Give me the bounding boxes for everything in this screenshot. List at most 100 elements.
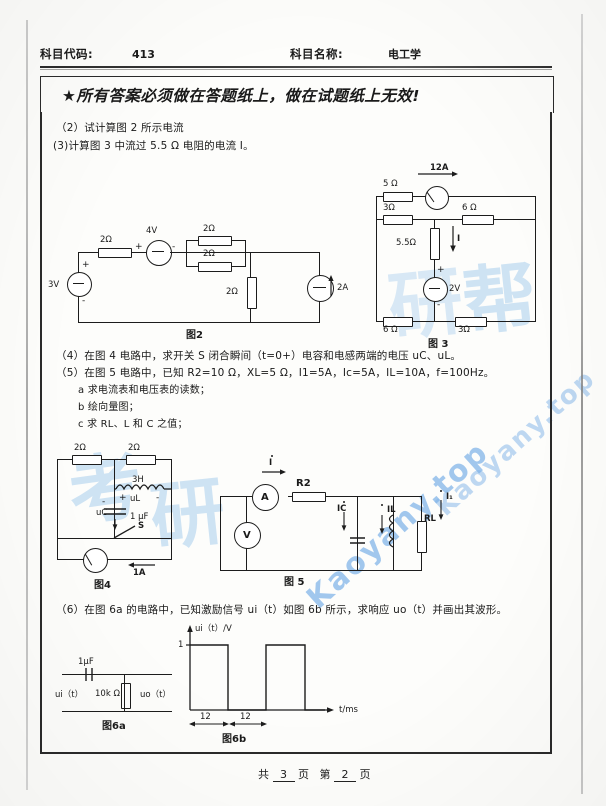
fig4-resistor-right (126, 455, 156, 465)
fig2-minus-3v: - (82, 296, 86, 306)
fig2-label-4v: 4V (146, 226, 158, 236)
fig5-resistor-r2 (292, 492, 326, 502)
content-border-bottom (40, 752, 552, 754)
fig6b-y-tick-1: 1 (178, 640, 184, 650)
scan-edge-right (581, 14, 583, 794)
fig6b-width-label-1: 12 (200, 712, 211, 722)
fig6a-label-output: uo（t） (140, 690, 171, 700)
footer-total-pages: 3 (272, 768, 295, 782)
fig2-label-2a: 2A (337, 283, 349, 293)
content-border-left (40, 112, 42, 752)
fig4-plus-ul: + (119, 493, 127, 503)
footer-total-suffix: 页 (298, 768, 309, 781)
fig3-caption: 图 3 (428, 339, 449, 350)
fig3-resistor-5 (383, 192, 413, 202)
fig3-resistor-3-left (383, 215, 413, 225)
fig4-label-r-right: 2Ω (128, 443, 140, 453)
fig2-label-r-mid: 2Ω (203, 249, 215, 259)
fig2-resistor-shunt (247, 277, 257, 309)
question-3: (3)计算图 3 中流过 5.5 Ω 电阻的电流 I。 (53, 140, 254, 152)
fig6a-resistor (121, 683, 131, 709)
fig6b-x-axis-label: t/ms (339, 705, 358, 715)
fig3-resistor-55 (430, 228, 440, 260)
fig4-label-capacitor: 1 μF (130, 512, 149, 522)
fig5-resistor-rl (417, 521, 427, 553)
fig3-label-2v: 2V (449, 284, 461, 294)
fig2-resistor-top (198, 236, 232, 246)
fig6a-label-resistor: 10k Ω (95, 689, 120, 699)
footer-current-page: 2 (334, 768, 356, 782)
fig5-voltmeter-label: V (243, 530, 251, 541)
fig4-label-switch: S (138, 521, 145, 531)
fig6b-y-axis-label: ui（t）/V (195, 624, 232, 634)
fig3-resistor-6-bottom (383, 317, 413, 327)
fig2-voltage-source-3v (67, 272, 92, 297)
fig3-label-r6-bottom: 6 Ω (383, 325, 398, 335)
fig4-minus-ul: - (156, 493, 160, 503)
header-rule (40, 66, 552, 68)
footer-current-prefix: 第 (319, 768, 331, 781)
fig3-label-r6-right: 6 Ω (462, 203, 477, 213)
fig3-label-r3-left: 3Ω (383, 203, 395, 213)
question-5: （5）在图 5 电路中，已知 R2=10 Ω，XL=5 Ω，I1=5A，Ic=5… (56, 367, 495, 379)
fig3-label-12a: 12A (430, 163, 449, 173)
fig3-label-I: I (457, 234, 461, 244)
fig5-ammeter (252, 484, 279, 511)
fig4-resistor-left (72, 455, 102, 465)
content-border-right (550, 112, 552, 752)
fig6a-caption: 图6a (102, 721, 126, 732)
fig4-caption: 图4 (94, 580, 111, 591)
fig2-resistor-left (98, 248, 132, 258)
fig5-label-ic: IC (337, 504, 347, 514)
fig5-ammeter-label: A (261, 492, 269, 503)
question-5a: a 求电流表和电压表的读数； (78, 385, 211, 396)
subject-name-value: 电工学 (388, 48, 421, 61)
fig6b-caption: 图6b (222, 734, 247, 745)
question-5b: b 绘向量图； (78, 402, 139, 413)
fig5-caption: 图 5 (284, 577, 305, 588)
fig3-resistor-6-right (462, 215, 494, 225)
fig4-label-r-left: 2Ω (74, 443, 86, 453)
fig3-label-r55: 5.5Ω (396, 238, 417, 248)
fig6b-width-label-2: 12 (240, 712, 251, 722)
fig5-label-I: I (269, 458, 273, 468)
fig5-label-r2: R2 (296, 478, 311, 489)
fig2-label-r-shunt: 2Ω (226, 287, 238, 297)
fig2-voltage-source-4v (146, 240, 172, 266)
subject-name-label: 科目名称: (290, 47, 344, 61)
fig2-label-r-top: 2Ω (203, 224, 215, 234)
subject-code-value: 413 (132, 48, 155, 61)
fig5-voltmeter (234, 522, 261, 549)
fig3-minus-2v: - (437, 300, 441, 310)
footer-current-suffix: 页 (359, 768, 371, 781)
notice-text: ★所有答案必须做在答题纸上，做在试题纸上无效! (62, 87, 420, 105)
fig3-label-r3-bottom: 3Ω (458, 325, 470, 335)
fig6a-label-capacitor: 1μF (78, 657, 94, 667)
fig3-current-source-12a (425, 186, 449, 210)
fig5-label-rl: RL (424, 514, 436, 524)
fig4-minus-uc: - (102, 497, 106, 507)
fig5-label-i1: I₁ (446, 492, 453, 502)
fig2-minus-4v: - (172, 242, 176, 252)
fig2-plus-3v: + (82, 260, 90, 270)
fig4-label-ul: uL (130, 494, 141, 504)
question-4: （4）在图 4 电路中，求开关 S 闭合瞬间（t=0+）电容和电感两端的电压 u… (56, 350, 462, 362)
fig4-label-1a: 1A (133, 568, 146, 578)
fig2-plus-4v: + (135, 242, 143, 252)
scan-edge-left (26, 20, 28, 790)
fig3-plus-2v: + (437, 265, 445, 275)
subject-code-label: 科目代码: (40, 47, 94, 61)
fig3-resistor-3-bottom (455, 317, 487, 327)
